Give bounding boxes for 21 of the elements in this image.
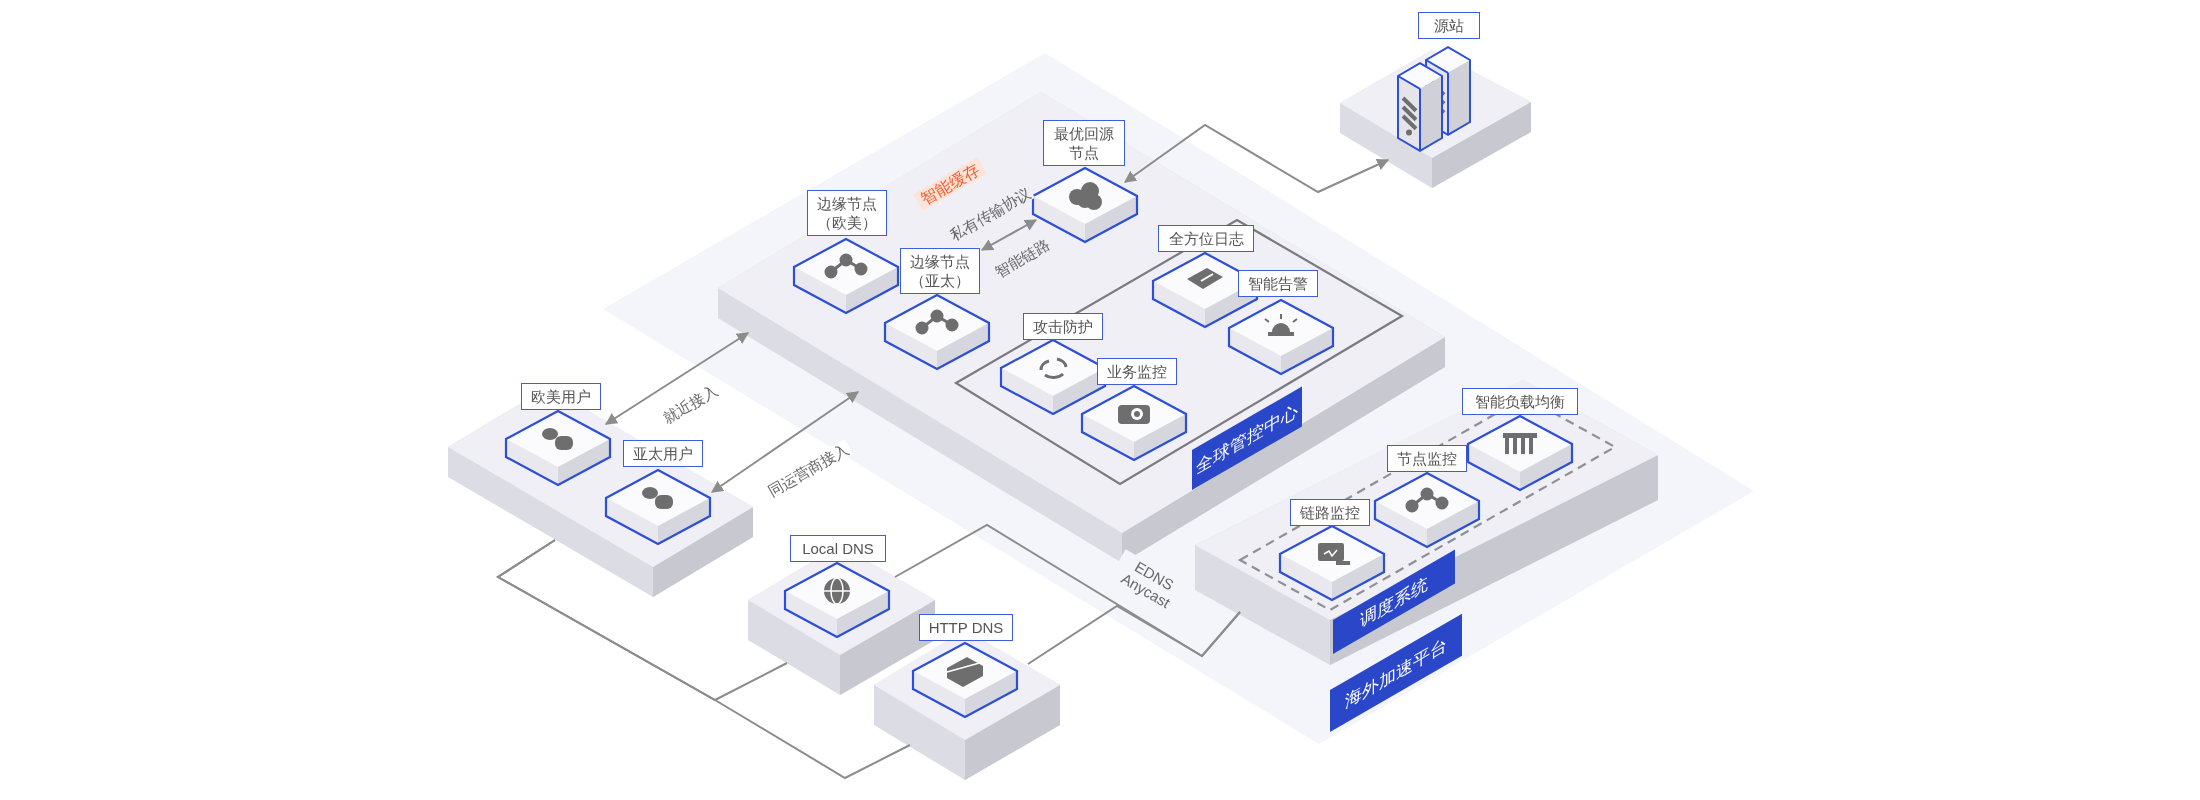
node-label: 边缘节点（亚太） — [900, 248, 980, 294]
connector-line — [496, 539, 911, 780]
node-label: 全方位日志 — [1158, 225, 1254, 252]
connector-arrow — [605, 332, 749, 425]
connector-line — [1027, 604, 1241, 665]
node-label: 智能告警 — [1238, 270, 1318, 297]
node-label: 边缘节点（欧美） — [807, 190, 887, 236]
node-label: 攻击防护 — [1023, 313, 1103, 340]
node-label: Local DNS — [790, 535, 886, 562]
connector-arrow — [1124, 123, 1390, 194]
connector-arrow — [711, 391, 859, 493]
node-label: HTTP DNS — [919, 614, 1013, 641]
node-label: 业务监控 — [1097, 358, 1177, 385]
node-label: 节点监控 — [1387, 445, 1467, 472]
node-label: 源站 — [1418, 12, 1480, 39]
connector-arrow — [980, 219, 1038, 251]
node-label: 智能负载均衡 — [1462, 388, 1578, 415]
node-label: 最优回源节点 — [1043, 120, 1125, 166]
node-label: 欧美用户 — [521, 383, 601, 410]
node-label: 亚太用户 — [623, 440, 703, 467]
node-label: 链路监控 — [1290, 499, 1370, 526]
